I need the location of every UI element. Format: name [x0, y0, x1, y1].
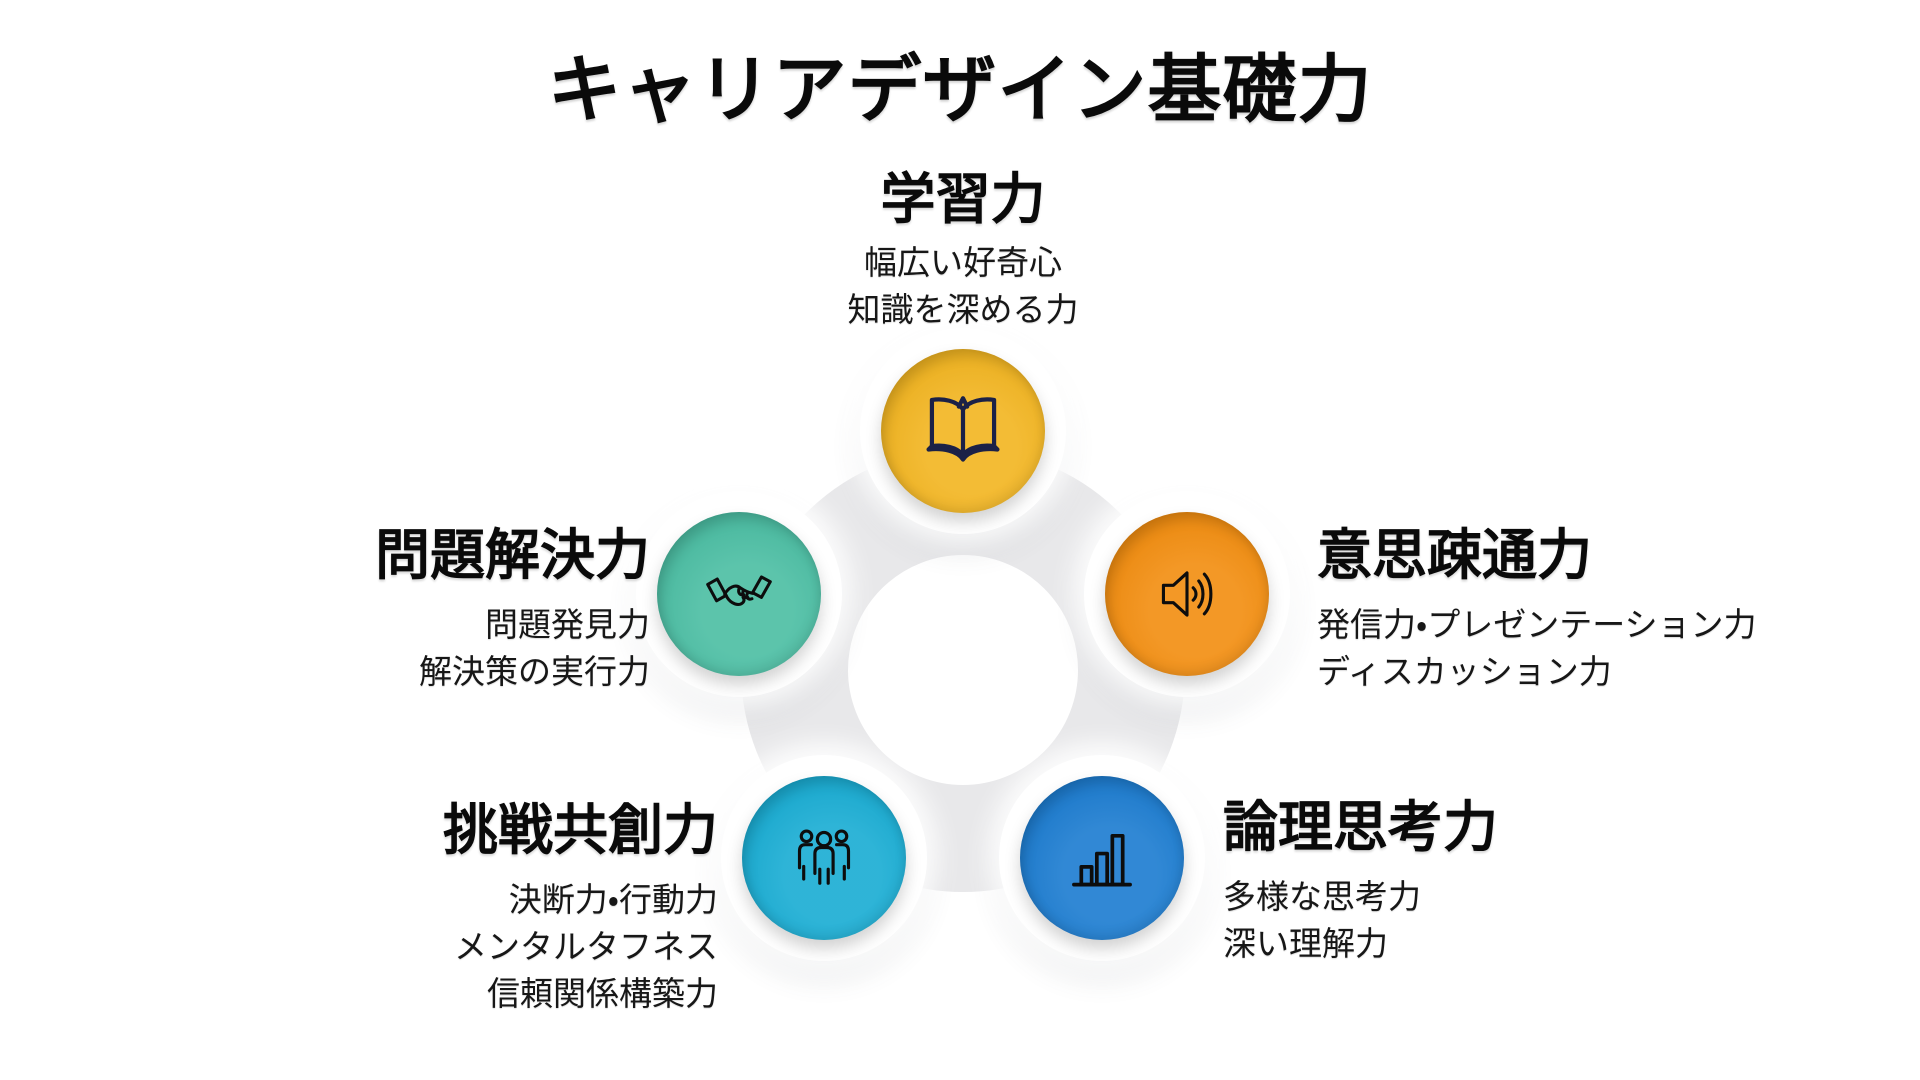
label-logical-thinking: 論理思考力 多様な思考力 深い理解力: [1223, 796, 1498, 967]
node-detail: 知識を深める力: [847, 291, 1079, 328]
page-title: キャリアデザイン基礎力: [547, 48, 1373, 131]
node-problem-solving: [636, 491, 842, 697]
handshake-icon: [706, 575, 772, 606]
problem-solving-circle: [657, 512, 821, 676]
node-detail: ディスカッション力: [1317, 653, 1612, 690]
communication-circle: [1105, 512, 1269, 676]
open-book-icon: [926, 396, 1000, 462]
node-challenge-cocreation: [721, 755, 927, 961]
node-detail: 解決策の実行力: [419, 653, 650, 690]
bar-chart-icon: [1072, 833, 1132, 887]
node-detail: 幅広い好奇心: [864, 244, 1062, 281]
node-detail: 多様な思考力: [1223, 878, 1421, 915]
logical-thinking-circle: [1020, 776, 1184, 940]
label-communication: 意思疎通力 発信力・プレゼンテーション力 ディスカッション力: [1317, 524, 1757, 695]
node-learning: [860, 328, 1066, 534]
node-detail: メンタルタフネス: [454, 928, 718, 965]
node-detail: 信頼関係構築力: [487, 975, 718, 1012]
speaker-icon: [1161, 571, 1213, 617]
label-problem-solving: 問題解決力 問題発見力 解決策の実行力: [375, 524, 650, 695]
node-communication: [1084, 491, 1290, 697]
label-challenge-cocreation: 挑戦共創力 決断力・行動力 メンタルタフネス 信頼関係構築力: [443, 799, 718, 1017]
node-title: 論理思考力: [1223, 796, 1499, 858]
node-logical-thinking: [999, 755, 1205, 961]
node-title: 意思疎通力: [1317, 524, 1593, 586]
challenge-circle: [742, 776, 906, 940]
node-detail: 決断力・行動力: [508, 881, 718, 918]
node-title: 問題解決力: [374, 524, 650, 586]
people-icon: [797, 829, 851, 885]
node-title: 学習力: [880, 168, 1046, 230]
node-detail: 深い理解力: [1223, 925, 1388, 962]
node-detail: 発信力・プレゼンテーション力: [1317, 606, 1757, 643]
learning-circle: [881, 349, 1045, 513]
label-learning: 学習力 幅広い好奇心 知識を深める力: [703, 168, 1223, 333]
node-title: 挑戦共創力: [442, 799, 718, 861]
node-detail: 問題発見力: [485, 606, 650, 643]
